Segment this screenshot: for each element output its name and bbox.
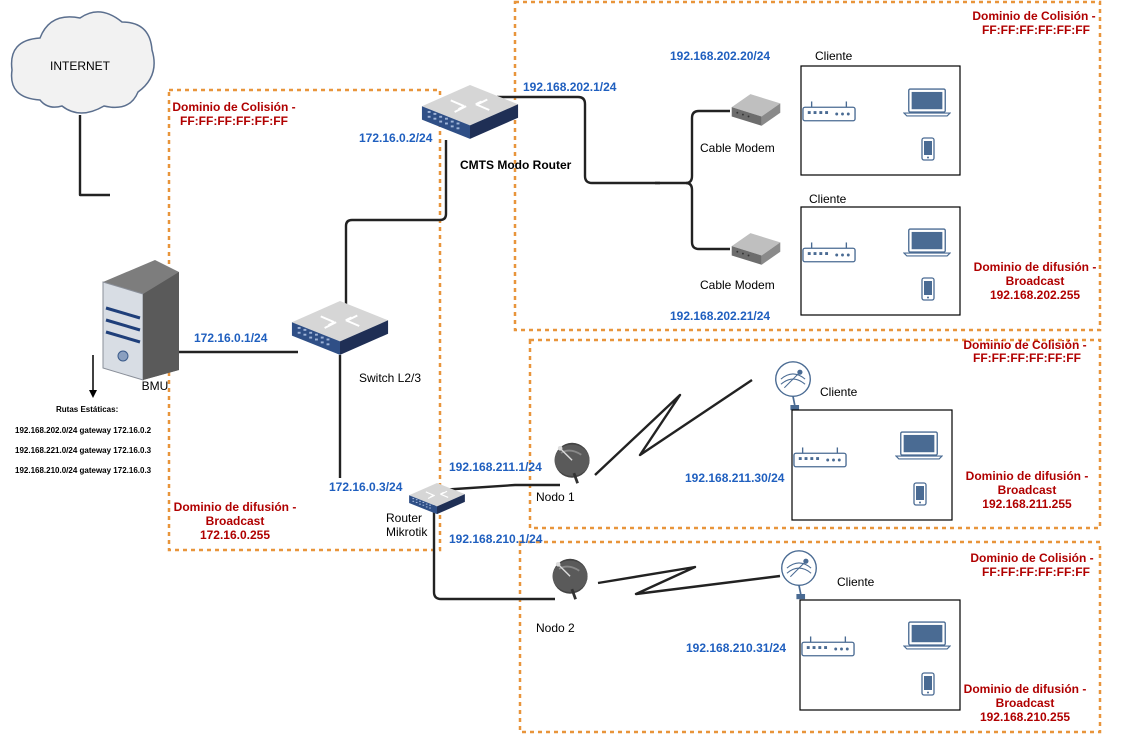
node2-broadcast-line1: Dominio de difusión - bbox=[964, 682, 1087, 696]
mikrotik-node1-link bbox=[439, 483, 560, 492]
core-broadcast-line3: 172.16.0.255 bbox=[200, 528, 270, 542]
cable-modem-icon bbox=[731, 233, 781, 265]
cable-collision-line1: Dominio de Colisión - bbox=[972, 9, 1095, 23]
cmts-cable-link bbox=[497, 95, 660, 185]
mikrotik-ip-left: 172.16.0.3/24 bbox=[329, 480, 403, 494]
mikrotik-node2-link bbox=[432, 505, 555, 601]
node2-collision-line2: FF:FF:FF:FF:FF:FF bbox=[982, 565, 1090, 579]
bmu-ip: 172.16.0.1/24 bbox=[194, 331, 268, 345]
route-item: 192.168.221.0/24 gateway 172.16.0.3 bbox=[15, 446, 152, 455]
satellite-dish-icon bbox=[553, 441, 591, 485]
core-collision-line1: Dominio de Colisión - bbox=[172, 100, 295, 114]
satellite-dish-icon bbox=[780, 549, 818, 601]
client1-ip: 192.168.202.20/24 bbox=[670, 49, 770, 63]
node2-collision-line1: Dominio de Colisión - bbox=[970, 551, 1093, 565]
node2-broadcast-line2: Broadcast bbox=[996, 696, 1055, 710]
laptop-icon bbox=[903, 88, 951, 117]
mikrotik-ip-top: 192.168.211.1/24 bbox=[449, 460, 542, 474]
node1-broadcast-line2: Broadcast bbox=[998, 483, 1057, 497]
client2-ip: 192.168.202.21/24 bbox=[670, 309, 770, 323]
phone-icon bbox=[913, 482, 927, 506]
switch-icon bbox=[290, 300, 390, 356]
laptop-icon bbox=[895, 431, 943, 460]
route-item: 192.168.210.0/24 gateway 172.16.0.3 bbox=[15, 466, 152, 475]
internet-label: INTERNET bbox=[50, 59, 111, 73]
cable-broadcast-line3: 192.168.202.255 bbox=[990, 288, 1080, 302]
routes-title: Rutas Estáticas: bbox=[56, 405, 118, 414]
mikrotik-ip-bottom: 192.168.210.1/24 bbox=[449, 532, 543, 546]
cmts-ip-right: 192.168.202.1/24 bbox=[523, 80, 617, 94]
satellite-dish-icon bbox=[774, 360, 812, 412]
cable-modem2-link bbox=[685, 181, 730, 251]
core-broadcast-line1: Dominio de difusión - bbox=[174, 500, 297, 514]
mikrotik-label-line2: Mikrotik bbox=[386, 525, 428, 539]
node2-label: Nodo 2 bbox=[536, 621, 575, 635]
phone-icon bbox=[921, 277, 935, 301]
node1-collision-line2: FF:FF:FF:FF:FF:FF bbox=[973, 351, 1081, 365]
node1-broadcast-line1: Dominio de difusión - bbox=[966, 469, 1089, 483]
mikrotik-router-icon bbox=[408, 482, 466, 515]
bmu-label: BMU bbox=[142, 379, 169, 393]
node2-client-ip: 192.168.210.31/24 bbox=[686, 641, 786, 655]
phone-icon bbox=[921, 137, 935, 161]
client2-label: Cliente bbox=[809, 192, 847, 206]
core-broadcast-line2: Broadcast bbox=[206, 514, 265, 528]
node1-domain-box bbox=[528, 338, 1102, 530]
cable-broadcast-line1: Dominio de difusión - bbox=[974, 260, 1097, 274]
cable-collision-line2: FF:FF:FF:FF:FF:FF bbox=[982, 23, 1090, 37]
cmts-ip-left: 172.16.0.2/24 bbox=[359, 131, 433, 145]
node1-collision-line1: Dominio de Colisión - bbox=[963, 338, 1086, 352]
mikrotik-label-line1: Router bbox=[386, 511, 422, 525]
core-collision-line2: FF:FF:FF:FF:FF:FF bbox=[180, 114, 288, 128]
switch-label: Switch L2/3 bbox=[359, 371, 421, 385]
switch-cmts-link bbox=[344, 140, 448, 308]
laptop-icon bbox=[903, 621, 951, 650]
node2-broadcast-line3: 192.168.210.255 bbox=[980, 710, 1070, 724]
bmu-server bbox=[102, 260, 179, 381]
node1-client-ip: 192.168.211.30/24 bbox=[685, 471, 785, 485]
node1-wireless-link bbox=[594, 379, 753, 476]
route-item: 192.168.202.0/24 gateway 172.16.0.2 bbox=[15, 426, 152, 435]
node2-domain-box bbox=[518, 540, 1102, 734]
node2-client-label: Cliente bbox=[837, 575, 875, 589]
client1-label: Cliente bbox=[815, 49, 853, 63]
cable-modem2-label: Cable Modem bbox=[700, 278, 775, 292]
static-routes: Rutas Estáticas: 192.168.202.0/24 gatewa… bbox=[15, 355, 152, 475]
laptop-icon bbox=[903, 228, 951, 257]
node1-label: Nodo 1 bbox=[536, 490, 575, 504]
phone-icon bbox=[921, 672, 935, 696]
node1-broadcast-line3: 192.168.211.255 bbox=[982, 497, 1072, 511]
cable-modem1-label: Cable Modem bbox=[700, 141, 775, 155]
cmts-label: CMTS Modo Router bbox=[460, 158, 572, 172]
node1-client-label: Cliente bbox=[820, 385, 858, 399]
cmts-router-icon bbox=[420, 84, 520, 140]
cable-modem-icon bbox=[731, 94, 781, 126]
cable-broadcast-line2: Broadcast bbox=[1006, 274, 1065, 288]
internet-cloud: INTERNET bbox=[10, 11, 155, 114]
links bbox=[78, 95, 781, 601]
node2-wireless-link bbox=[597, 565, 781, 596]
satellite-dish-icon bbox=[551, 557, 589, 601]
internet-bmu-link bbox=[78, 115, 110, 197]
